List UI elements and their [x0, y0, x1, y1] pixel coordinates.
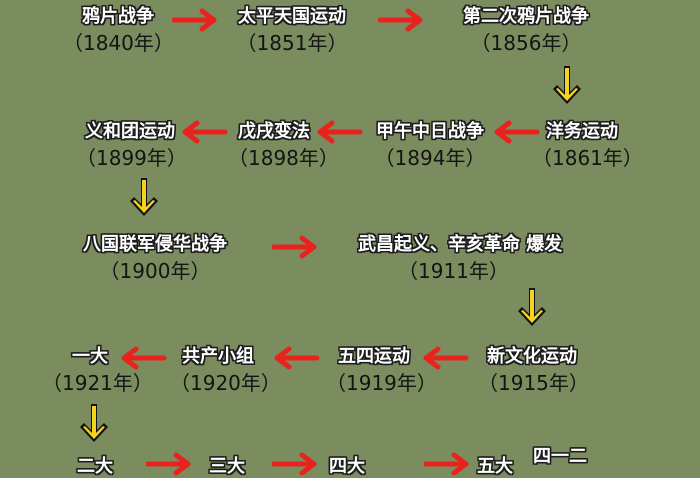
event-self-strengthening: 洋务运动 （1861年）	[532, 121, 643, 171]
event-may-fourth: 五四运动 （1919年）	[326, 346, 437, 396]
arrow-left-icon	[422, 346, 472, 370]
event-title: 新文化运动	[487, 346, 577, 367]
event-title: 戊戌变法	[238, 121, 310, 142]
arrow-right-icon	[146, 452, 192, 476]
event-communist-groups: 共产小组 （1920年）	[170, 346, 281, 396]
event-title: 三大	[209, 456, 245, 477]
event-title: 一大	[72, 346, 108, 367]
arrow-right-icon	[172, 8, 218, 32]
event-title: 四一二	[533, 446, 587, 467]
event-first-congress: 一大 （1921年）	[42, 346, 153, 396]
arrow-left-icon	[181, 120, 231, 144]
event-third-congress: 三大	[202, 456, 252, 478]
arrow-right-icon	[272, 452, 318, 476]
event-sino-japanese-war: 甲午中日战争 （1894年）	[364, 121, 496, 171]
event-title: 共产小组	[182, 346, 254, 367]
event-year: （1919年）	[326, 371, 437, 395]
arrow-right-icon	[378, 8, 424, 32]
event-fifth-congress: 五大	[470, 456, 520, 478]
event-title: 四大	[329, 456, 365, 477]
event-xinhai: 武昌起义、辛亥革命 爆发 （1911年）	[358, 234, 594, 284]
event-year: （1861年）	[532, 146, 643, 170]
arrow-down-icon	[130, 176, 158, 218]
event-second-congress: 二大	[70, 456, 120, 478]
event-year: （1856年）	[470, 31, 582, 55]
event-title: 五大	[477, 456, 513, 477]
arrow-down-icon	[553, 64, 581, 106]
event-eight-nation: 八国联军侵华战争 （1900年）	[68, 234, 242, 284]
event-year: （1921年）	[42, 371, 153, 395]
event-boxer: 义和团运动 （1899年）	[76, 121, 187, 171]
arrow-right-icon	[424, 452, 470, 476]
event-title: 第二次鸦片战争	[463, 6, 589, 27]
event-title: 鸦片战争	[82, 6, 154, 27]
arrow-left-icon	[120, 346, 170, 370]
event-year: （1898年）	[228, 146, 339, 170]
event-year: （1915年）	[478, 371, 589, 395]
event-year: （1900年）	[99, 259, 211, 283]
event-second-opium-war: 第二次鸦片战争 （1856年）	[452, 6, 600, 56]
event-title: 义和团运动	[85, 121, 175, 142]
event-year: （1840年）	[63, 31, 174, 55]
event-title: 八国联军侵华战争	[83, 234, 227, 255]
event-taiping: 太平天国运动 （1851年）	[228, 6, 356, 56]
event-hundred-days-reform: 戊戌变法 （1898年）	[228, 121, 339, 171]
event-april-twelve: 四一二	[528, 446, 592, 468]
event-opium-war: 鸦片战争 （1840年）	[63, 6, 174, 56]
event-title: 洋务运动	[546, 121, 618, 142]
event-title: 甲午中日战争	[376, 121, 484, 142]
event-year: （1894年）	[374, 146, 486, 170]
event-fourth-congress: 四大	[322, 456, 372, 478]
event-year: （1920年）	[170, 371, 281, 395]
event-title: 太平天国运动	[238, 6, 346, 27]
arrow-right-icon	[272, 235, 318, 259]
event-title: 二大	[77, 456, 113, 477]
event-title: 五四运动	[338, 346, 410, 367]
arrow-left-icon	[273, 346, 323, 370]
arrow-down-icon	[518, 286, 546, 328]
event-year: （1851年）	[236, 31, 348, 55]
event-year: （1899年）	[76, 146, 187, 170]
arrow-left-icon	[316, 120, 366, 144]
arrow-down-icon	[80, 402, 108, 444]
event-new-culture: 新文化运动 （1915年）	[478, 346, 589, 396]
event-year: （1911年）	[398, 259, 509, 283]
event-title: 武昌起义、辛亥革命 爆发	[358, 234, 563, 255]
